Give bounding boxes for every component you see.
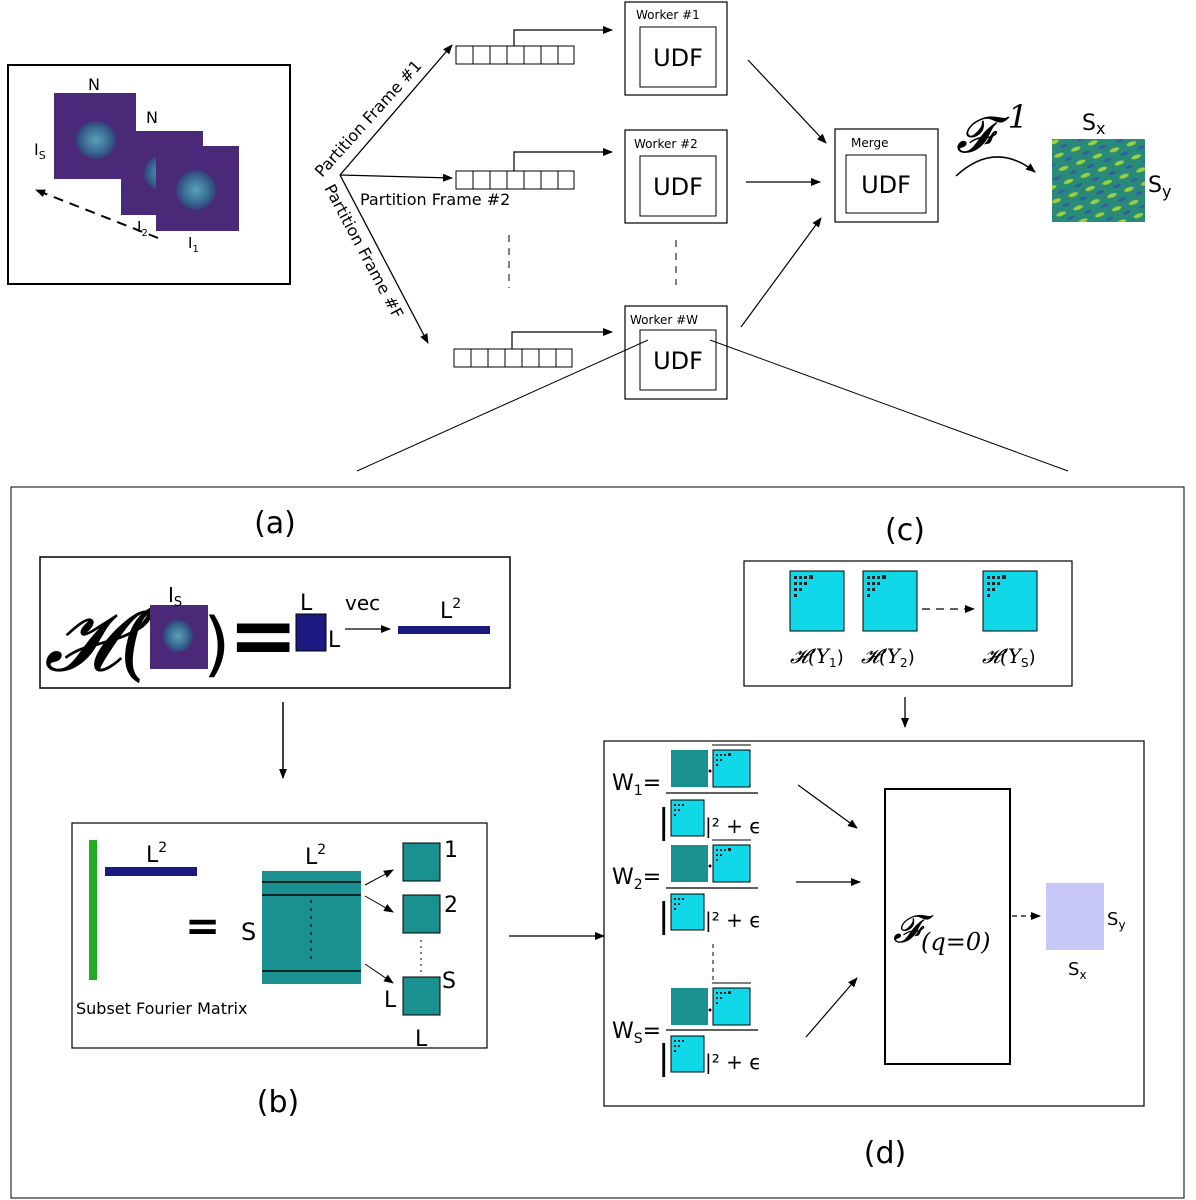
block-index-1: 1 (444, 838, 458, 863)
inverse-fourier-symbol: 𝓕-1 (956, 98, 1028, 164)
worker-2-udf: UDF (653, 173, 703, 201)
panel-label-b: (b) (257, 1085, 299, 1120)
block-l-left: L (384, 988, 397, 1013)
w2-fraction: W2= | |² + ϵ (612, 839, 762, 936)
worker-2-label: Worker #2 (634, 137, 698, 151)
merge-node: Merge UDF (834, 128, 939, 223)
hankel-is-label: IS (168, 583, 182, 610)
svg-text:|: | (658, 896, 669, 936)
partition-buffer-2 (455, 148, 613, 190)
b-l2-left: L2 (146, 840, 167, 868)
w1-denom: |² + ϵ (705, 814, 762, 838)
frame-is (54, 93, 136, 179)
fourier-q0-box (884, 788, 1011, 1065)
ws-label: WS= (612, 1019, 661, 1047)
block-index-2: 2 (444, 893, 458, 918)
output-sx-label: Sx (1082, 111, 1105, 138)
hankel-y1-label: 𝓗(Y1) (790, 644, 844, 670)
label-i2: I2 (137, 218, 148, 239)
hankel-l-top: L (300, 591, 313, 616)
hankel-ys-label: 𝓗(YS) (982, 644, 1036, 670)
hankel-y2-label: 𝓗(Y2) (861, 644, 915, 670)
result-sy: Sy (1107, 909, 1126, 932)
svg-text:|: | (658, 1038, 669, 1078)
worker-w: Worker #W UDF (624, 305, 728, 400)
hankel-symbol: 𝓗( (44, 592, 155, 690)
b-s-label: S (241, 918, 256, 946)
inverse-arrow (955, 156, 1036, 177)
worker-1-udf: UDF (653, 44, 703, 72)
block-l-bottom: L (415, 1027, 428, 1052)
hankel-y1-matrix (789, 570, 845, 632)
hankel-close: ) (203, 603, 230, 685)
hankel-block-1 (402, 842, 441, 882)
partition-label-1: Partition Frame #1 (311, 56, 426, 180)
input-frames-panel: N N IS I2 I1 (7, 64, 291, 285)
worker-1-label: Worker #1 (636, 8, 700, 22)
worker-1: Worker #1 UDF (624, 1, 728, 96)
panel-d-wiener: W1= | |² + ϵ W2= | |² + ϵ WS= (603, 740, 1145, 1107)
output-sy-label: Sy (1148, 173, 1171, 201)
panel-a-hankel: 𝓗( ) IS = L L vec L2 (39, 556, 511, 690)
block-index-s: S (442, 969, 456, 994)
ws-fraction: WS= | |² + ϵ (612, 982, 762, 1078)
w1-label: W1= (612, 771, 661, 799)
time-axis-arrow (35, 189, 159, 239)
frame-i1 (156, 146, 239, 231)
label-n-top: N (88, 75, 100, 94)
hankel-equals: = (228, 586, 298, 684)
panel-label-d: (d) (864, 1136, 906, 1171)
zoom-line-right (709, 339, 1069, 472)
result-sx: Sx (1068, 959, 1087, 982)
worker-w-label: Worker #W (630, 313, 698, 327)
panel-label-a: (a) (254, 506, 296, 541)
merge-arrows (740, 59, 827, 328)
panel-c-hankels: 𝓗(Y1) 𝓗(Y2) 𝓗(YS) (743, 560, 1073, 687)
svg-text:|: | (658, 802, 669, 842)
w2-label: W2= (612, 865, 661, 893)
panel-b-fourier: L2 = S L2 Subset Fourier Matrix 1 2 S L … (71, 822, 488, 1052)
fourier-q0-label: 𝓕(q=0) (893, 907, 991, 956)
ws-denom: |² + ϵ (705, 1050, 762, 1074)
merge-label: Merge (851, 136, 888, 150)
label-i1: I1 (188, 234, 199, 255)
b-equals: = (185, 901, 220, 950)
worker-2: Worker #2 UDF (624, 129, 728, 224)
hankel-matrix (295, 613, 327, 652)
panel-label-c: (c) (885, 513, 925, 548)
merge-udf: UDF (861, 171, 911, 199)
label-n-mid: N (146, 108, 158, 127)
subset-fourier-label: Subset Fourier Matrix (76, 999, 247, 1018)
navy-row (105, 867, 197, 876)
hankel-y2-matrix (862, 570, 918, 632)
output-image (1052, 139, 1145, 222)
label-is: IS (34, 140, 46, 162)
hankel-block-2 (402, 894, 441, 934)
partition-buffer-1 (455, 26, 613, 65)
b-l2-mid: L2 (305, 842, 326, 870)
vectorized-row (398, 626, 490, 634)
green-column (89, 840, 97, 980)
w2-denom: |² + ϵ (705, 908, 762, 932)
subset-fourier-matrix (262, 871, 361, 984)
w1-fraction: W1= | |² + ϵ (612, 744, 762, 842)
hankel-l-side: L (328, 628, 341, 653)
result-block (1046, 883, 1104, 950)
partition-label-2: Partition Frame #2 (360, 190, 510, 209)
vec-l2-label: L2 (440, 596, 461, 624)
zoom-line-left (356, 339, 649, 472)
worker-w-udf: UDF (653, 347, 703, 375)
partition-buffer-f (453, 328, 613, 368)
vec-label: vec (345, 591, 380, 615)
hankel-ys-matrix (982, 570, 1038, 632)
hankel-block-s (402, 976, 441, 1016)
partition-arrows (339, 44, 453, 344)
